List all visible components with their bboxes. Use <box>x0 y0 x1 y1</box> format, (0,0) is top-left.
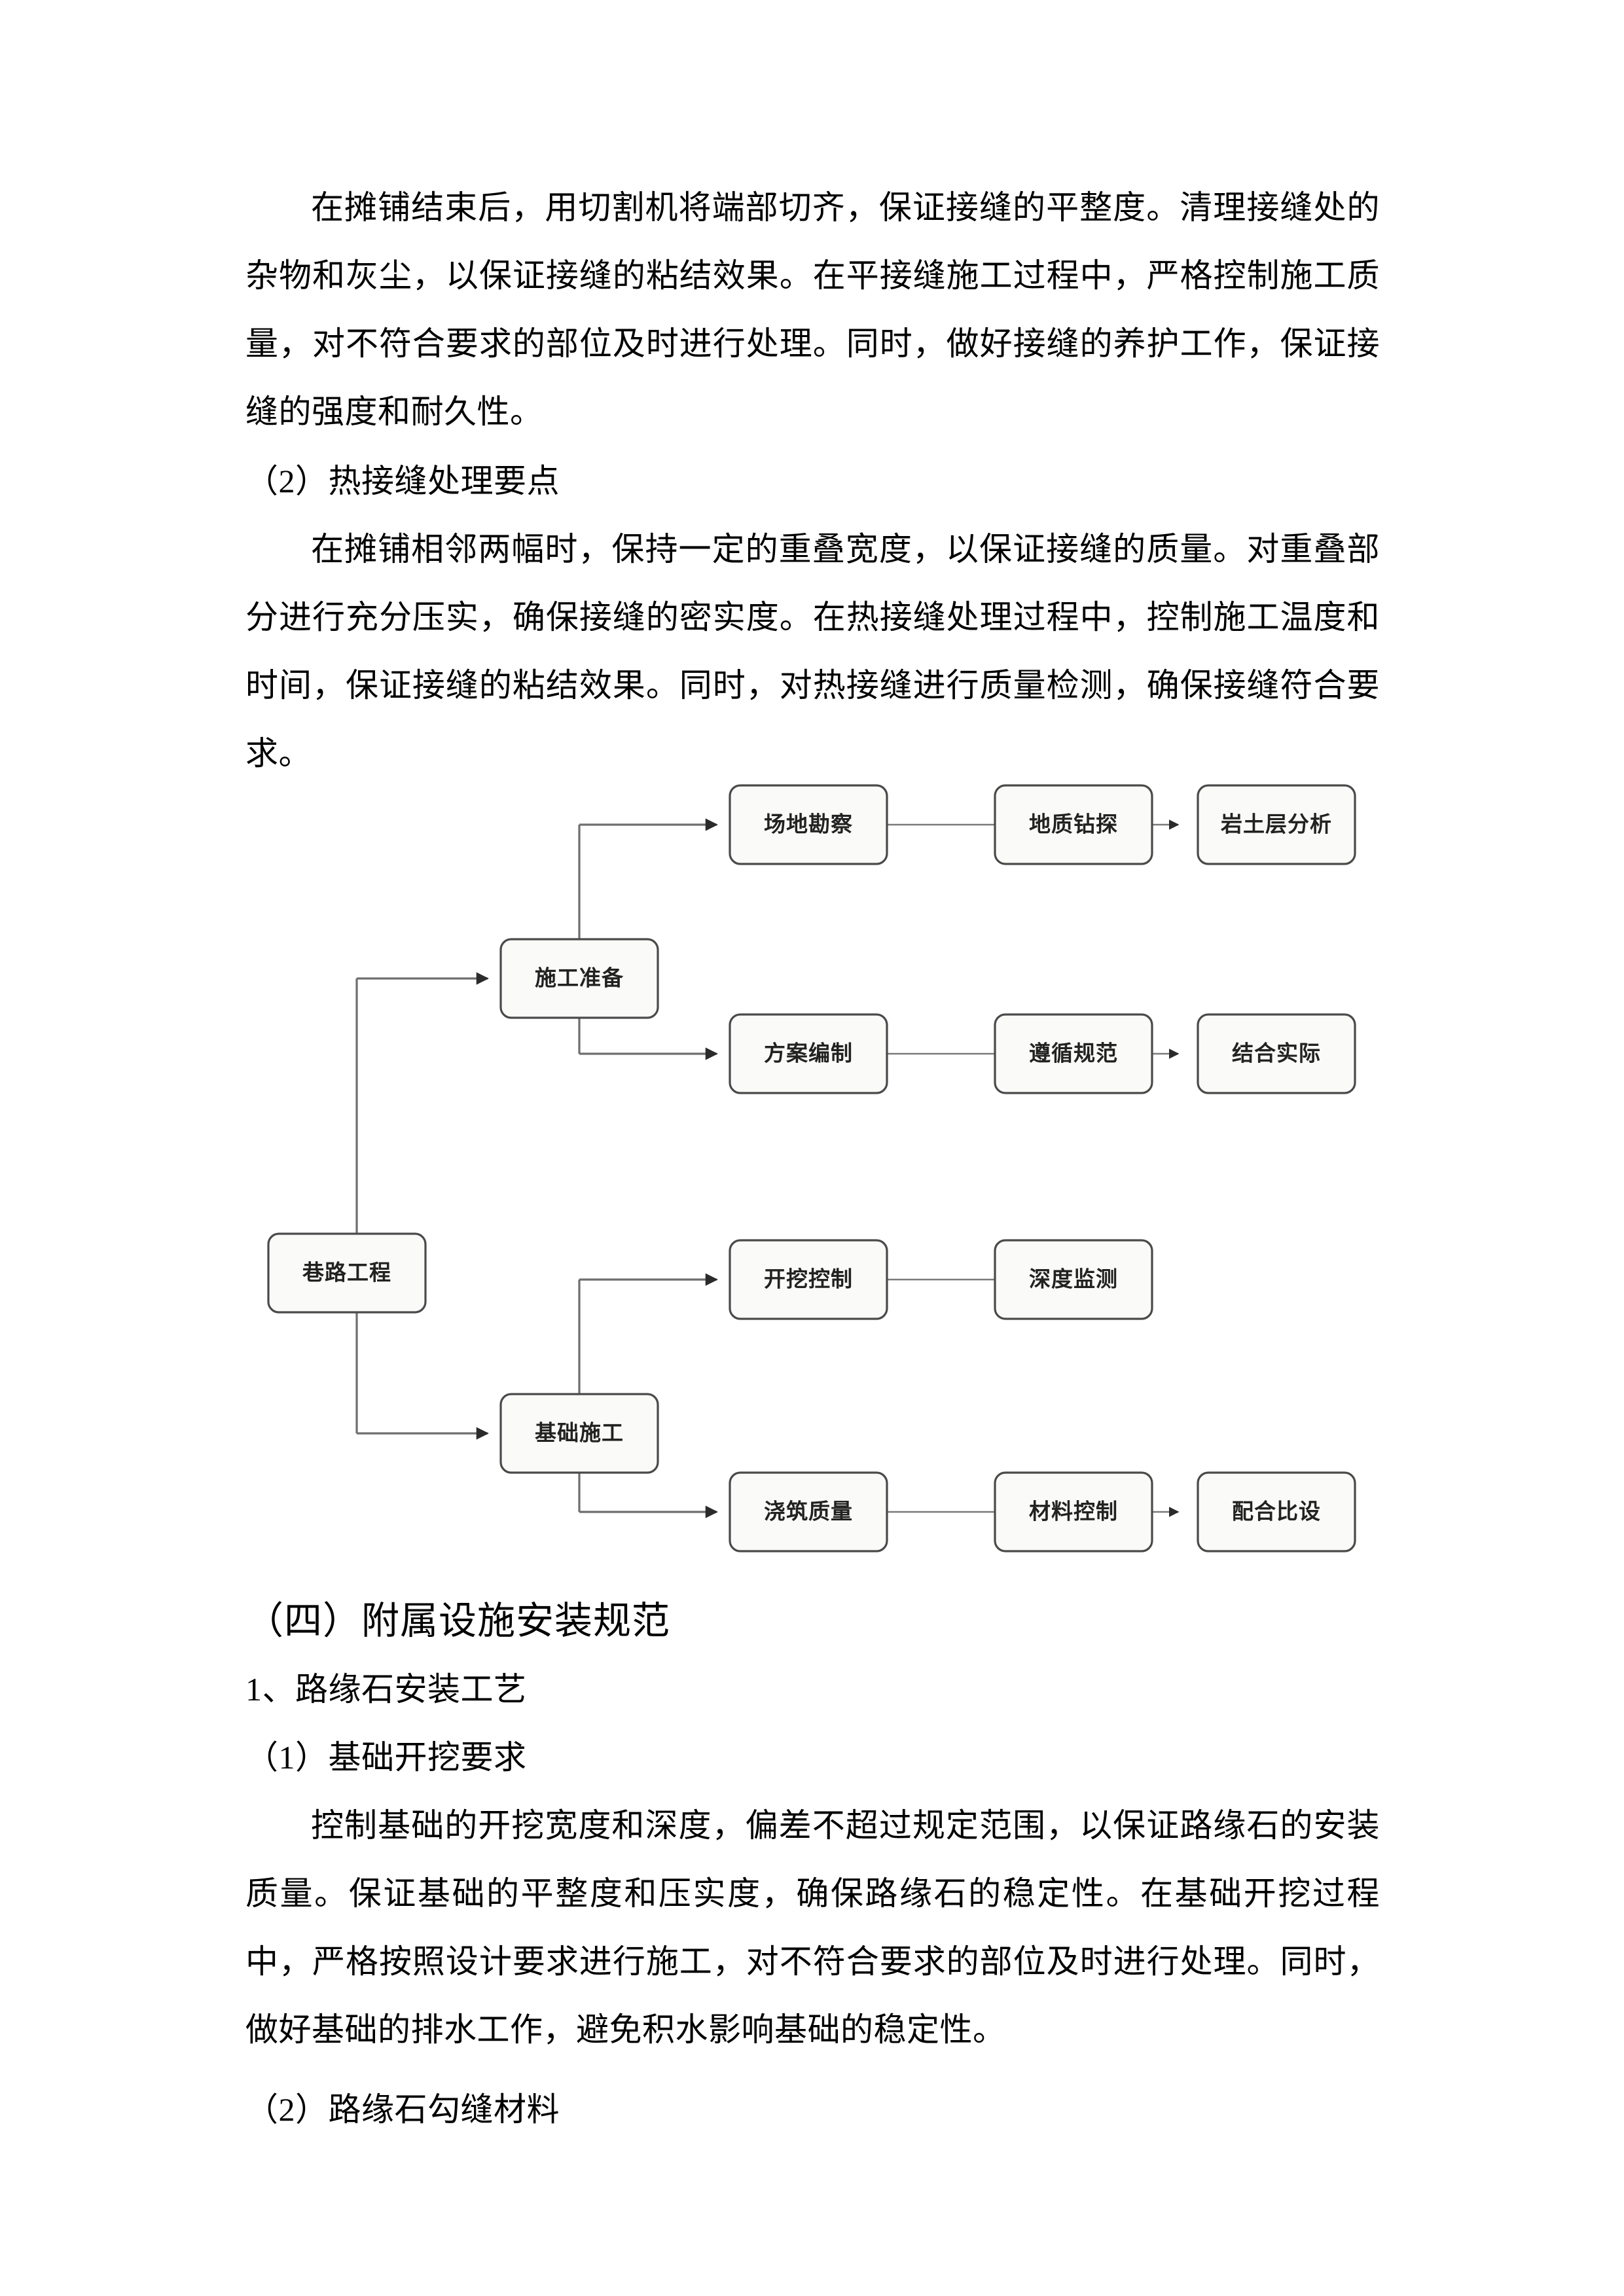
flow-node-r4c2-label: 材料控制 <box>1029 1499 1118 1524</box>
text-block-bottom: （四）附属设施安装规范 1、路缘石安装工艺 （1）基础开挖要求 控制基础的开挖宽… <box>245 1587 1380 2144</box>
flow-node-r1c2-label: 地质钻探 <box>1029 812 1118 836</box>
construction-flowchart: 巷路工程 施工准备 基础施工 场地勘察 地质钻探 <box>0 753 1624 1558</box>
flow-node-r2c2-label: 遵循规范 <box>1029 1041 1118 1066</box>
flow-node-mix-design[interactable]: 配合比设 <box>1197 1471 1356 1552</box>
paragraph-3: 控制基础的开挖宽度和深度，偏差不超过规定范围，以保证路缘石的安装质量。保证基础的… <box>245 1807 1380 2048</box>
list-label-curb-joint-material: （2）路缘石勾缝材料 <box>245 2091 560 2128</box>
flow-node-branch1-label: 施工准备 <box>535 966 624 990</box>
paragraph-1: 在摊铺结束后，用切割机将端部切齐，保证接缝的平整度。清理接缝处的杂物和灰尘，以保… <box>245 189 1380 430</box>
flow-node-r1c3-label: 岩土层分析 <box>1221 812 1332 836</box>
flow-node-r2c1-label: 方案编制 <box>764 1041 853 1066</box>
list-label-curb-process: 1、路缘石安装工艺 <box>245 1671 527 1708</box>
flow-node-follow-standards[interactable]: 遵循规范 <box>994 1013 1153 1094</box>
flow-node-geological-drilling[interactable]: 地质钻探 <box>994 784 1153 865</box>
flow-node-branch2-label: 基础施工 <box>535 1421 624 1445</box>
flow-node-r1c1-label: 场地勘察 <box>764 812 853 836</box>
flow-node-site-survey[interactable]: 场地勘察 <box>729 784 888 865</box>
flow-node-root-label: 巷路工程 <box>302 1261 391 1285</box>
flow-node-pouring-quality[interactable]: 浇筑质量 <box>729 1471 888 1552</box>
flow-node-r2c3-label: 结合实际 <box>1232 1041 1321 1066</box>
flow-node-scheme-preparation[interactable]: 方案编制 <box>729 1013 888 1094</box>
flow-node-depth-monitoring[interactable]: 深度监测 <box>994 1239 1153 1320</box>
list-label-hot-joint: （2）热接缝处理要点 <box>245 463 560 499</box>
flow-node-branch2[interactable]: 基础施工 <box>499 1393 659 1474</box>
flow-node-rock-soil-analysis[interactable]: 岩土层分析 <box>1197 784 1356 865</box>
flow-node-combine-practice[interactable]: 结合实际 <box>1197 1013 1356 1094</box>
list-label-foundation-excavation: （1）基础开挖要求 <box>245 1739 527 1776</box>
section-heading-four: （四）附属设施安装规范 <box>245 1600 671 1642</box>
flow-node-material-control[interactable]: 材料控制 <box>994 1471 1153 1552</box>
flow-node-r4c1-label: 浇筑质量 <box>764 1499 853 1524</box>
paragraph-2: 在摊铺相邻两幅时，保持一定的重叠宽度，以保证接缝的质量。对重叠部分进行充分压实，… <box>245 531 1380 772</box>
text-block-top: 在摊铺结束后，用切割机将端部切齐，保证接缝的平整度。清理接缝处的杂物和灰尘，以保… <box>245 173 1380 787</box>
flow-node-r4c3-label: 配合比设 <box>1232 1499 1321 1524</box>
flow-node-excavation-control[interactable]: 开挖控制 <box>729 1239 888 1320</box>
flow-node-branch1[interactable]: 施工准备 <box>499 938 659 1019</box>
flow-node-root[interactable]: 巷路工程 <box>267 1232 427 1314</box>
flow-node-r3c2-label: 深度监测 <box>1029 1267 1118 1291</box>
flow-node-r3c1-label: 开挖控制 <box>764 1267 853 1291</box>
